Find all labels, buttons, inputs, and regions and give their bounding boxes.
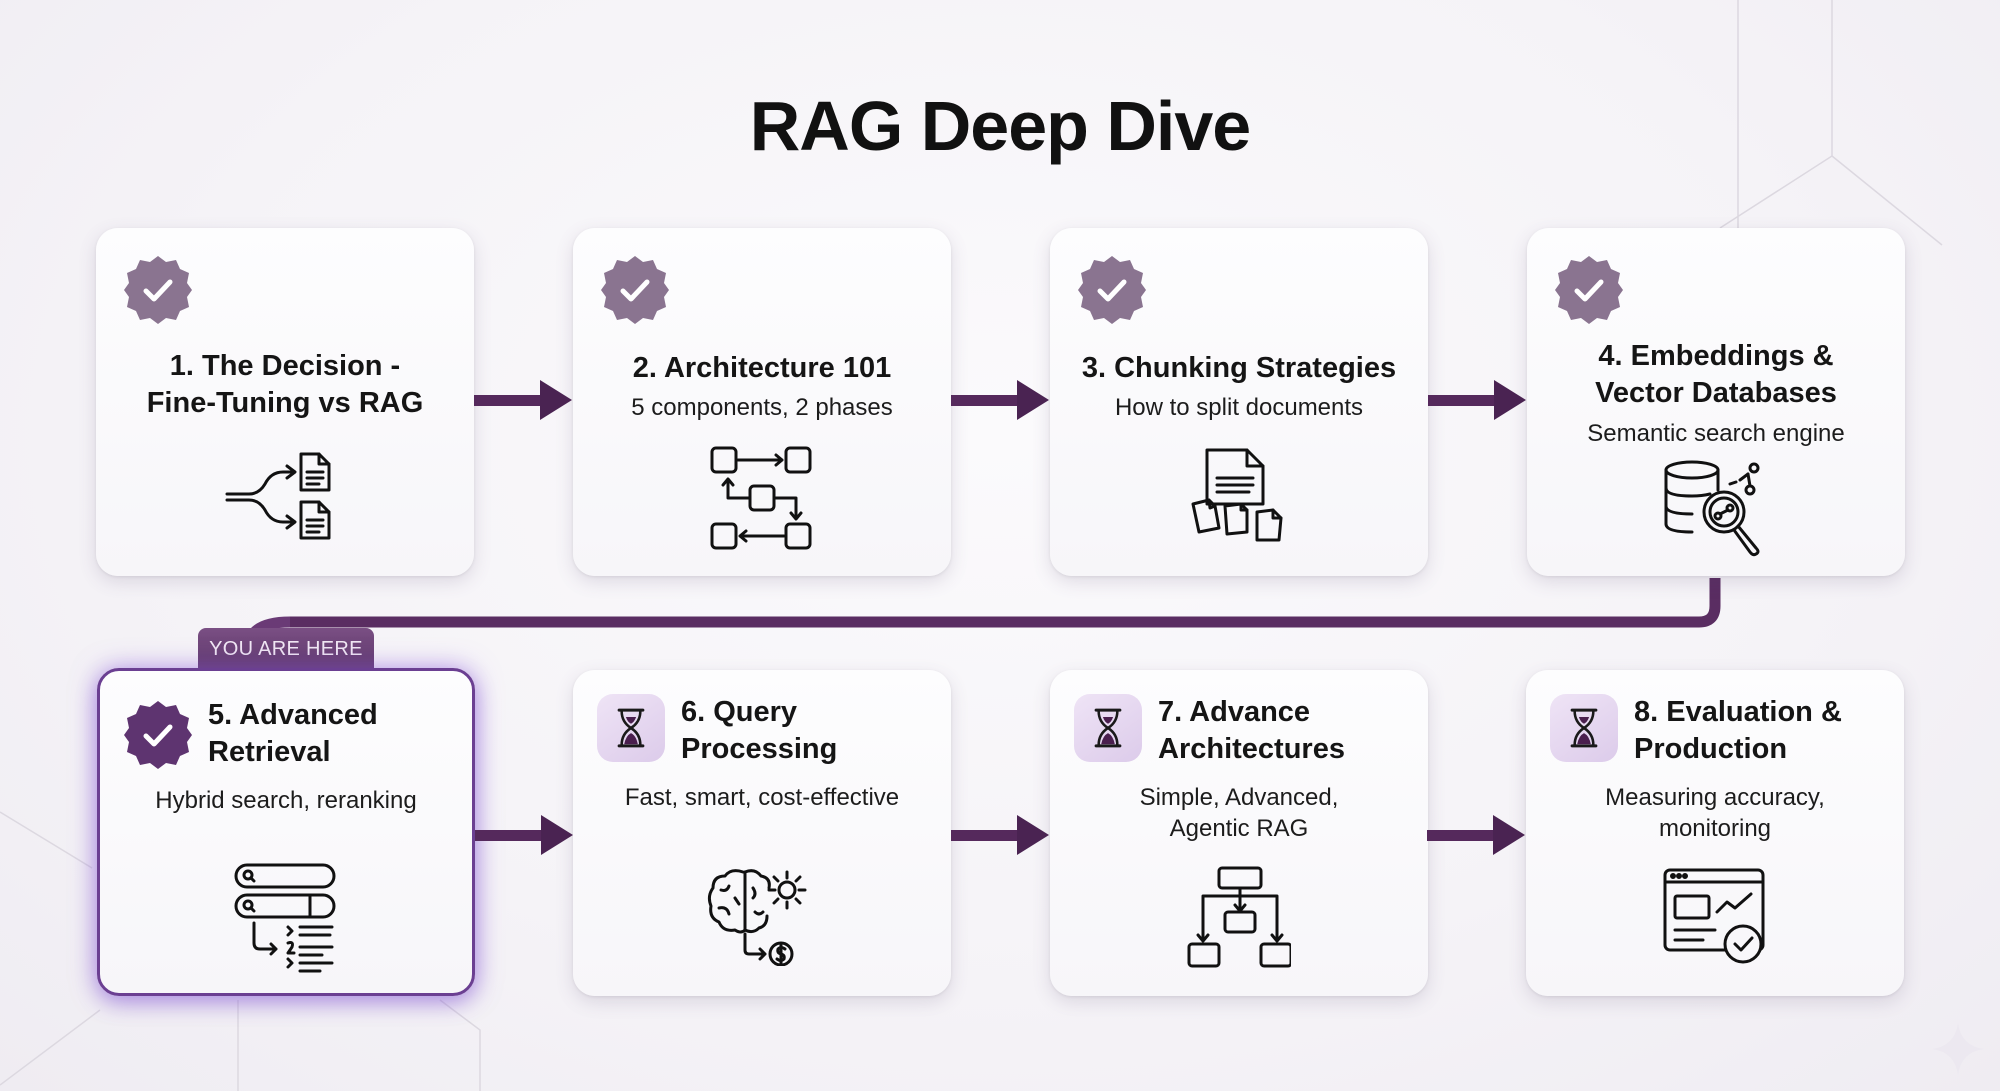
flow-arrow-1-2 <box>474 380 572 420</box>
pending-badge <box>1074 694 1142 762</box>
flow-arrow-3-4 <box>1428 380 1526 420</box>
module-subtitle: Fast, smart, cost-effective <box>624 784 900 811</box>
dashboard-check-icon <box>1663 868 1765 964</box>
check-badge-icon <box>124 701 192 769</box>
pending-badge <box>597 694 665 762</box>
module-subtitle: Hybrid search, reranking <box>155 787 417 814</box>
module-title: 1. The Decision - Fine-Tuning vs RAG <box>146 350 424 419</box>
flow-arrow-5-6 <box>475 815 573 855</box>
module-subtitle: Semantic search engine <box>1587 420 1845 447</box>
hierarchy-flow-icon <box>1187 866 1291 968</box>
module-title: 3. Chunking Strategies <box>1081 352 1397 384</box>
hourglass-icon <box>1570 708 1598 748</box>
branching-documents-icon <box>225 452 331 540</box>
check-badge-icon <box>601 256 669 324</box>
component-flow-icon <box>710 446 812 550</box>
module-card-5[interactable]: 5. Advanced Retrieval Hybrid search, rer… <box>97 668 475 996</box>
page-title: RAG Deep Dive <box>749 87 1251 165</box>
module-card-2[interactable]: 2. Architecture 101 5 components, 2 phas… <box>573 228 951 576</box>
module-card-4[interactable]: 4. Embeddings & Vector Databases Semanti… <box>1527 228 1905 576</box>
vector-database-search-icon <box>1664 460 1760 557</box>
hourglass-icon <box>1094 708 1122 748</box>
check-badge-icon <box>124 256 192 324</box>
module-card-8[interactable]: 8. Evaluation & Production Measuring acc… <box>1526 670 1904 996</box>
module-subtitle: Simple, Advanced, Agentic RAG <box>1139 784 1339 842</box>
module-title: 8. Evaluation & Production <box>1634 696 1842 765</box>
module-title: 5. Advanced Retrieval <box>208 699 378 768</box>
module-card-7[interactable]: 7. Advance Architectures Simple, Advance… <box>1050 670 1428 996</box>
module-card-6[interactable]: 6. Query Processing Fast, smart, cost-ef… <box>573 670 951 996</box>
check-badge-icon <box>1555 256 1623 324</box>
sparkle-icon <box>1932 1023 1984 1075</box>
flow-arrow-6-7 <box>951 815 1049 855</box>
module-title: 4. Embeddings & Vector Databases <box>1595 340 1837 409</box>
module-subtitle: Measuring accuracy, monitoring <box>1605 784 1825 842</box>
you-are-here-badge: YOU ARE HERE <box>198 628 374 670</box>
module-title: 2. Architecture 101 <box>632 352 892 384</box>
hybrid-search-rerank-icon <box>234 863 336 973</box>
module-title: 7. Advance Architectures <box>1158 696 1345 765</box>
module-card-3[interactable]: 3. Chunking Strategies How to split docu… <box>1050 228 1428 576</box>
split-document-icon <box>1191 448 1283 542</box>
flow-arrow-2-3 <box>951 380 1049 420</box>
module-title: 6. Query Processing <box>681 696 838 765</box>
flow-arrow-7-8 <box>1427 815 1525 855</box>
module-subtitle: 5 components, 2 phases <box>631 394 893 421</box>
brain-gear-cost-icon <box>707 869 807 966</box>
hourglass-icon <box>617 708 645 748</box>
check-badge-icon <box>1078 256 1146 324</box>
pending-badge <box>1550 694 1618 762</box>
module-subtitle: How to split documents <box>1114 394 1364 421</box>
module-card-1[interactable]: 1. The Decision - Fine-Tuning vs RAG <box>96 228 474 576</box>
